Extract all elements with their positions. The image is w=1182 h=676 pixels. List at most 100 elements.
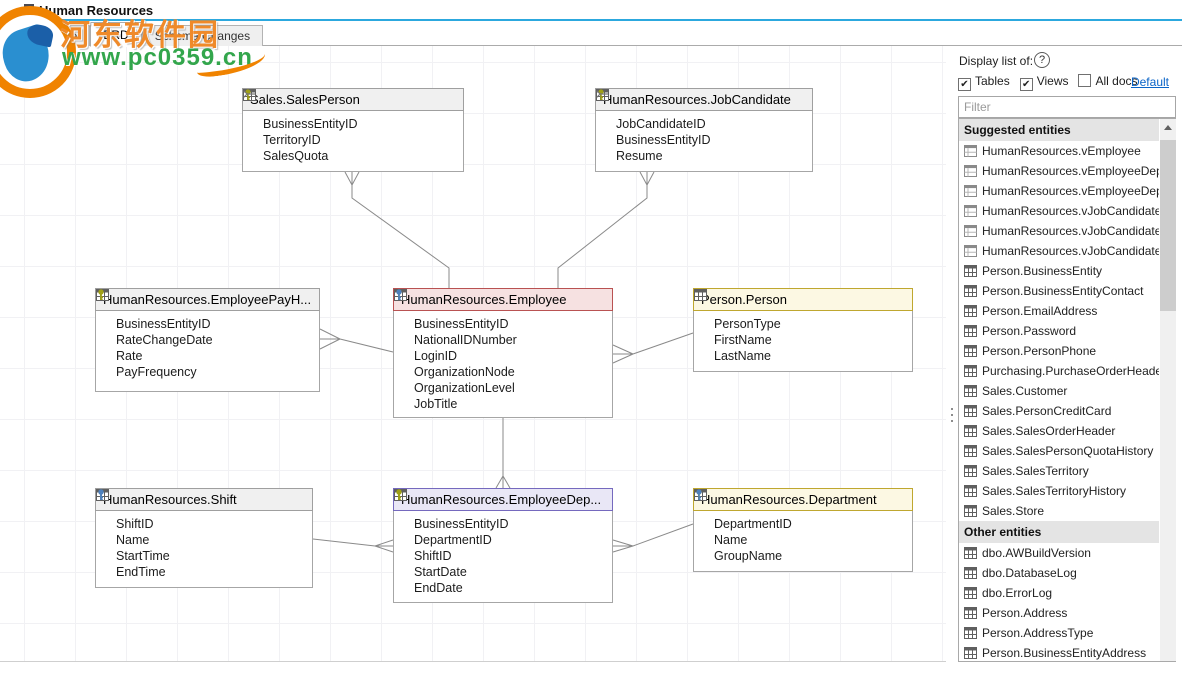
erd-table-header[interactable]: HumanResources.Department bbox=[693, 488, 913, 511]
column-row-businessentityid[interactable]: BusinessEntityID bbox=[596, 90, 808, 148]
entity-item-person-password[interactable]: Person.Password bbox=[959, 321, 1159, 341]
column-row-nationalidnumber[interactable]: NationalIDNumber bbox=[396, 289, 608, 348]
relationship-employeedephistory-to-department[interactable] bbox=[612, 523, 694, 553]
entity-item-person-businessentitycontact[interactable]: Person.BusinessEntityContact bbox=[959, 281, 1159, 301]
entity-item-humanresources-vjobcandidate[interactable]: HumanResources.vJobCandidate... bbox=[959, 241, 1159, 261]
column-row-shiftid[interactable]: ShiftID bbox=[98, 489, 308, 532]
entity-item-purchasing-purchaseorderheader[interactable]: Purchasing.PurchaseOrderHeader bbox=[959, 361, 1159, 381]
column-row-lastname[interactable]: LastName bbox=[699, 348, 908, 364]
entity-item-dbo-databaselog[interactable]: dbo.DatabaseLog bbox=[959, 563, 1159, 583]
column-row-rate[interactable]: Rate bbox=[101, 348, 315, 364]
column-row-departmentid[interactable]: DepartmentID bbox=[396, 489, 608, 548]
column-row-payfrequency[interactable]: PayFrequency bbox=[101, 364, 315, 380]
tab-module[interactable]: Module bbox=[25, 25, 91, 46]
column-row-shiftid[interactable]: ShiftID bbox=[396, 489, 608, 564]
checkbox-tables[interactable]: ✔Tables bbox=[958, 74, 1010, 91]
entity-item-dbo-errorlog[interactable]: dbo.ErrorLog bbox=[959, 583, 1159, 603]
erd-table-header[interactable]: HumanResources.EmployeeDep... bbox=[393, 488, 613, 511]
entity-list-scrollbar[interactable] bbox=[1160, 119, 1176, 661]
relationship-employee-to-person[interactable] bbox=[612, 332, 694, 364]
entity-item-humanresources-vemployeedep[interactable]: HumanResources.vEmployeeDep... bbox=[959, 181, 1159, 201]
erd-table-header[interactable]: HumanResources.Employee bbox=[393, 288, 613, 311]
erd-table-header[interactable]: Sales.SalesPerson bbox=[242, 88, 464, 111]
entity-item-humanresources-vjobcandidate[interactable]: HumanResources.vJobCandidate bbox=[959, 201, 1159, 221]
entity-item-sales-salespersonquotahistory[interactable]: Sales.SalesPersonQuotaHistory bbox=[959, 441, 1159, 461]
column-row-enddate[interactable]: EndDate bbox=[399, 580, 608, 596]
column-row-firstname[interactable]: FirstName bbox=[699, 332, 908, 348]
erd-table-humanresources-employeepayh[interactable]: HumanResources.EmployeePayH...BusinessEn… bbox=[95, 288, 320, 392]
entity-item-person-personphone[interactable]: Person.PersonPhone bbox=[959, 341, 1159, 361]
column-name: EndTime bbox=[116, 565, 166, 579]
entity-item-sales-salesterritoryhistory[interactable]: Sales.SalesTerritoryHistory bbox=[959, 481, 1159, 501]
erd-table-header[interactable]: HumanResources.EmployeePayH... bbox=[95, 288, 320, 311]
entity-item-dbo-awbuildversion[interactable]: dbo.AWBuildVersion bbox=[959, 543, 1159, 563]
entity-item-sales-salesterritory[interactable]: Sales.SalesTerritory bbox=[959, 461, 1159, 481]
entity-item-sales-store[interactable]: Sales.Store bbox=[959, 501, 1159, 521]
erd-table-header[interactable]: HumanResources.JobCandidate bbox=[595, 88, 813, 111]
scrollbar-thumb[interactable] bbox=[1160, 140, 1176, 311]
table-icon bbox=[964, 625, 982, 643]
checkbox-views[interactable]: ✔Views bbox=[1019, 74, 1068, 91]
column-row-endtime[interactable]: EndTime bbox=[98, 489, 308, 580]
column-row-businessentityid[interactable]: BusinessEntityID bbox=[98, 289, 315, 332]
erd-table-header[interactable]: Person.Person bbox=[693, 288, 913, 311]
column-row-businessentityid[interactable]: BusinessEntityID bbox=[396, 289, 608, 332]
column-name: BusinessEntityID bbox=[414, 517, 509, 531]
tab-schema-changes[interactable]: Schema Changes bbox=[141, 25, 264, 46]
entity-item-humanresources-vjobcandidate[interactable]: HumanResources.vJobCandidate... bbox=[959, 221, 1159, 241]
column-row-resume[interactable]: Resume bbox=[601, 148, 808, 164]
erd-table-humanresources-employeedep[interactable]: HumanResources.EmployeeDep... BusinessEnt… bbox=[393, 488, 613, 603]
entity-item-sales-personcreditcard[interactable]: Sales.PersonCreditCard bbox=[959, 401, 1159, 421]
column-row-jobtitle[interactable]: JobTitle bbox=[399, 396, 608, 412]
column-row-organizationlevel[interactable]: OrganizationLevel bbox=[399, 380, 608, 396]
entity-item-sales-salesorderheader[interactable]: Sales.SalesOrderHeader bbox=[959, 421, 1159, 441]
help-icon[interactable]: ? bbox=[1034, 52, 1050, 68]
panel-splitter[interactable] bbox=[946, 46, 958, 662]
checkbox-box[interactable]: ✔ bbox=[1019, 78, 1033, 91]
relationship-employee-to-employeedephistory[interactable] bbox=[495, 418, 511, 489]
tab-erd[interactable]: ERD bbox=[90, 22, 142, 47]
relationship-shift-to-employeedephistory[interactable] bbox=[312, 538, 394, 553]
relationship-employeepayhistory-to-employee[interactable] bbox=[319, 328, 394, 353]
default-link[interactable]: Default bbox=[1130, 75, 1169, 89]
column-row-territoryid[interactable]: TerritoryID bbox=[243, 90, 459, 148]
column-row-salesquota[interactable]: SalesQuota bbox=[248, 148, 459, 164]
column-row-businessentityid[interactable]: BusinessEntityID bbox=[245, 89, 459, 132]
column-row-name[interactable]: Name bbox=[696, 489, 908, 548]
scroll-up-button[interactable] bbox=[1160, 119, 1176, 136]
entity-item-person-addresstype[interactable]: Person.AddressType bbox=[959, 623, 1159, 643]
column-row-persontype[interactable]: PersonType bbox=[699, 316, 908, 332]
column-row-ratechangedate[interactable]: RateChangeDate bbox=[98, 289, 315, 348]
column-row-organizationnode[interactable]: OrganizationNode bbox=[399, 364, 608, 380]
checkbox-box[interactable]: ✔ bbox=[958, 78, 971, 91]
checkbox-box[interactable] bbox=[1078, 74, 1092, 87]
entity-item-humanresources-vemployeedep[interactable]: HumanResources.vEmployeeDep... bbox=[959, 161, 1159, 181]
entity-item-person-businessentity[interactable]: Person.BusinessEntity bbox=[959, 261, 1159, 281]
column-row-departmentid[interactable]: DepartmentID bbox=[696, 489, 908, 532]
erd-table-header[interactable]: HumanResources.Shift bbox=[95, 488, 313, 511]
entity-item-sales-customer[interactable]: Sales.Customer bbox=[959, 381, 1159, 401]
entity-item-humanresources-vemployee[interactable]: HumanResources.vEmployee bbox=[959, 141, 1159, 161]
column-row-loginid[interactable]: LoginID bbox=[396, 289, 608, 364]
entity-item-person-emailaddress[interactable]: Person.EmailAddress bbox=[959, 301, 1159, 321]
column-row-starttime[interactable]: StartTime bbox=[98, 489, 308, 564]
entity-item-person-businessentityaddress[interactable]: Person.BusinessEntityAddress bbox=[959, 643, 1159, 661]
column-row-businessentityid[interactable]: BusinessEntityID bbox=[396, 489, 608, 532]
checkbox-all-docs[interactable]: All docs bbox=[1078, 74, 1138, 88]
filter-input[interactable] bbox=[958, 96, 1176, 118]
relationship-jobcandidate-to-employee[interactable] bbox=[557, 171, 655, 288]
entity-item-label: Person.BusinessEntityAddress bbox=[982, 646, 1147, 660]
relationship-salesperson-to-employee[interactable] bbox=[344, 171, 450, 288]
column-row-groupname[interactable]: GroupName bbox=[699, 548, 908, 564]
column-row-startdate[interactable]: StartDate bbox=[396, 489, 608, 580]
column-row-jobcandidateid[interactable]: JobCandidateID bbox=[598, 89, 808, 132]
entity-item-person-address[interactable]: Person.Address bbox=[959, 603, 1159, 623]
column-row-name[interactable]: Name bbox=[98, 489, 308, 548]
